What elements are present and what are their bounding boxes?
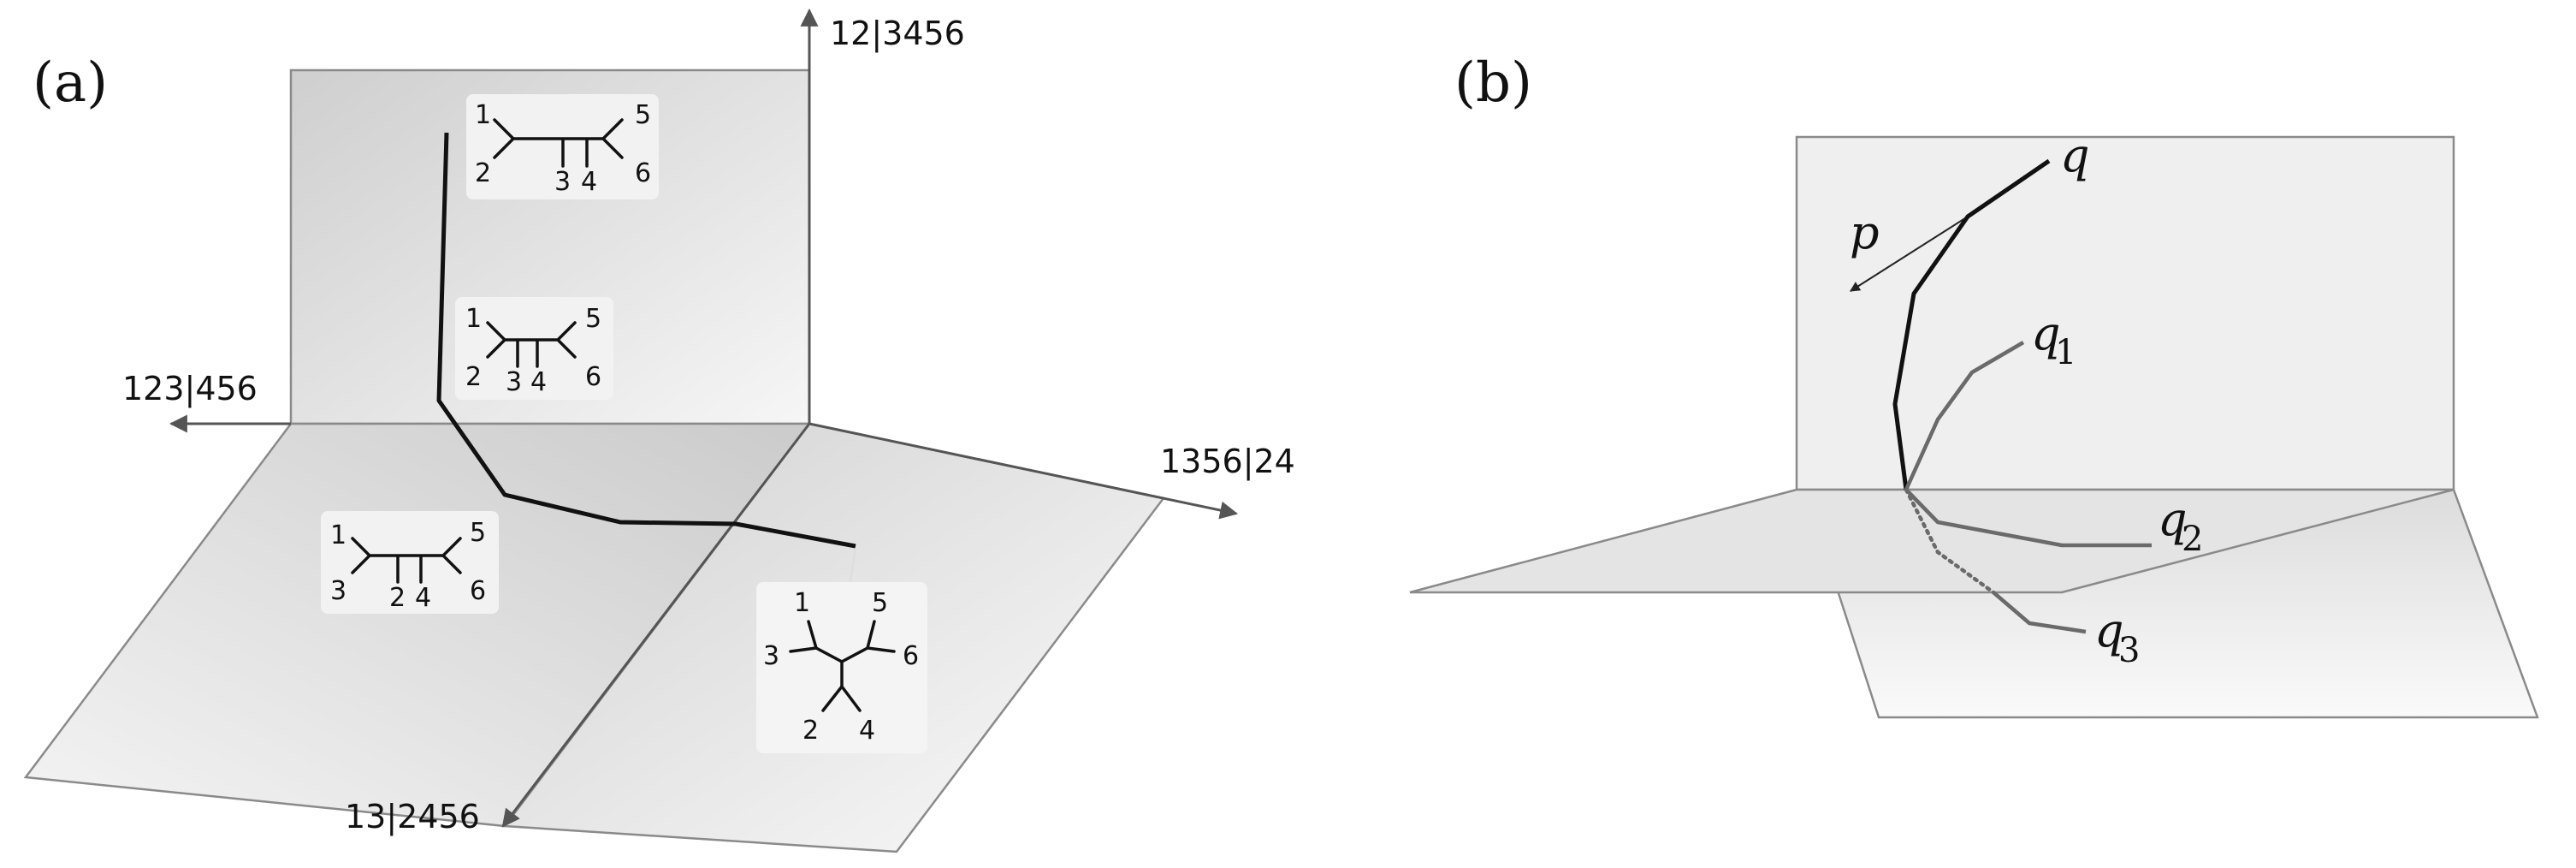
tree-top-leaf-3: 3 xyxy=(554,167,571,197)
tree-left-leaf-2: 2 xyxy=(389,583,406,613)
p-label: p xyxy=(1850,205,1880,259)
tree-left-leaf-6: 6 xyxy=(470,576,486,606)
axis-label-right: 1356|24 xyxy=(1160,443,1295,481)
path-q2 xyxy=(1904,488,2152,548)
tree-right-leaf-5: 5 xyxy=(872,588,888,618)
upright-plane xyxy=(1795,135,2455,491)
tree-top-leaf-1: 1 xyxy=(475,100,491,130)
panel-b: (b) p q q 1 q 2 q 3 xyxy=(1409,51,2539,719)
path-q xyxy=(1892,158,2051,490)
tree-left-leaf-3: 3 xyxy=(330,576,346,606)
axis-right xyxy=(808,422,1239,520)
tree-right: 1 3 2 4 5 6 xyxy=(756,582,927,753)
q2-label-base: q xyxy=(2158,492,2188,546)
tree-left: 1 3 2 4 5 6 xyxy=(321,511,499,614)
path-q3 xyxy=(1992,591,2087,634)
tree-top-leaf-4: 4 xyxy=(581,167,597,197)
path-q3-hidden xyxy=(1904,487,1996,595)
tree-top-leaf-6: 6 xyxy=(635,158,651,188)
tree-top: 1 2 3 4 5 6 xyxy=(466,94,659,199)
tree-middle-leaf-2: 2 xyxy=(465,362,482,392)
tree-left-leaf-5: 5 xyxy=(470,518,486,548)
panel-a: (a) 12|3456 123|456 1356|24 13|2456 1 2 … xyxy=(23,8,1295,853)
tree-left-leaf-4: 4 xyxy=(415,583,431,613)
q1-label: q 1 xyxy=(2031,306,2076,372)
q2-label: q 2 xyxy=(2158,492,2203,559)
path-connector xyxy=(850,547,856,583)
tree-right-leaf-6: 6 xyxy=(903,641,919,671)
axis-down xyxy=(501,423,811,828)
tree-right-leaf-4: 4 xyxy=(859,716,875,746)
tree-middle: 1 2 3 4 5 6 xyxy=(455,297,613,400)
panel-a-label: (a) xyxy=(33,51,108,115)
tree-right-leaf-1: 1 xyxy=(794,588,810,618)
tree-top-leaf-2: 2 xyxy=(475,158,491,188)
p-vector xyxy=(1849,216,1969,292)
q3-label: q 3 xyxy=(2094,603,2140,670)
axis-label-left: 123|456 xyxy=(122,370,258,408)
tree-middle-leaf-5: 5 xyxy=(585,304,601,334)
q1-label-sub: 1 xyxy=(2055,333,2076,372)
tree-right-leaf-3: 3 xyxy=(763,641,779,671)
tree-middle-leaf-4: 4 xyxy=(530,367,547,397)
tree-middle-leaf-1: 1 xyxy=(465,304,482,334)
tree-right-leaf-2: 2 xyxy=(802,716,819,746)
q2-label-sub: 2 xyxy=(2182,520,2203,559)
panel-b-label: (b) xyxy=(1454,51,1532,115)
path-q1 xyxy=(1904,341,2025,490)
axis-label-up: 12|3456 xyxy=(830,15,965,53)
axis-label-down: 13|2456 xyxy=(345,798,480,836)
tree-top-leaf-5: 5 xyxy=(635,100,651,130)
tree-left-leaf-1: 1 xyxy=(330,520,346,550)
q3-label-sub: 3 xyxy=(2118,631,2140,670)
q3-label-base: q xyxy=(2094,603,2124,657)
tree-middle-leaf-6: 6 xyxy=(585,362,601,392)
q1-label-base: q xyxy=(2031,306,2061,360)
tree-middle-leaf-3: 3 xyxy=(506,367,522,397)
geodesic-path xyxy=(436,132,856,549)
q-label: q xyxy=(2060,128,2090,182)
